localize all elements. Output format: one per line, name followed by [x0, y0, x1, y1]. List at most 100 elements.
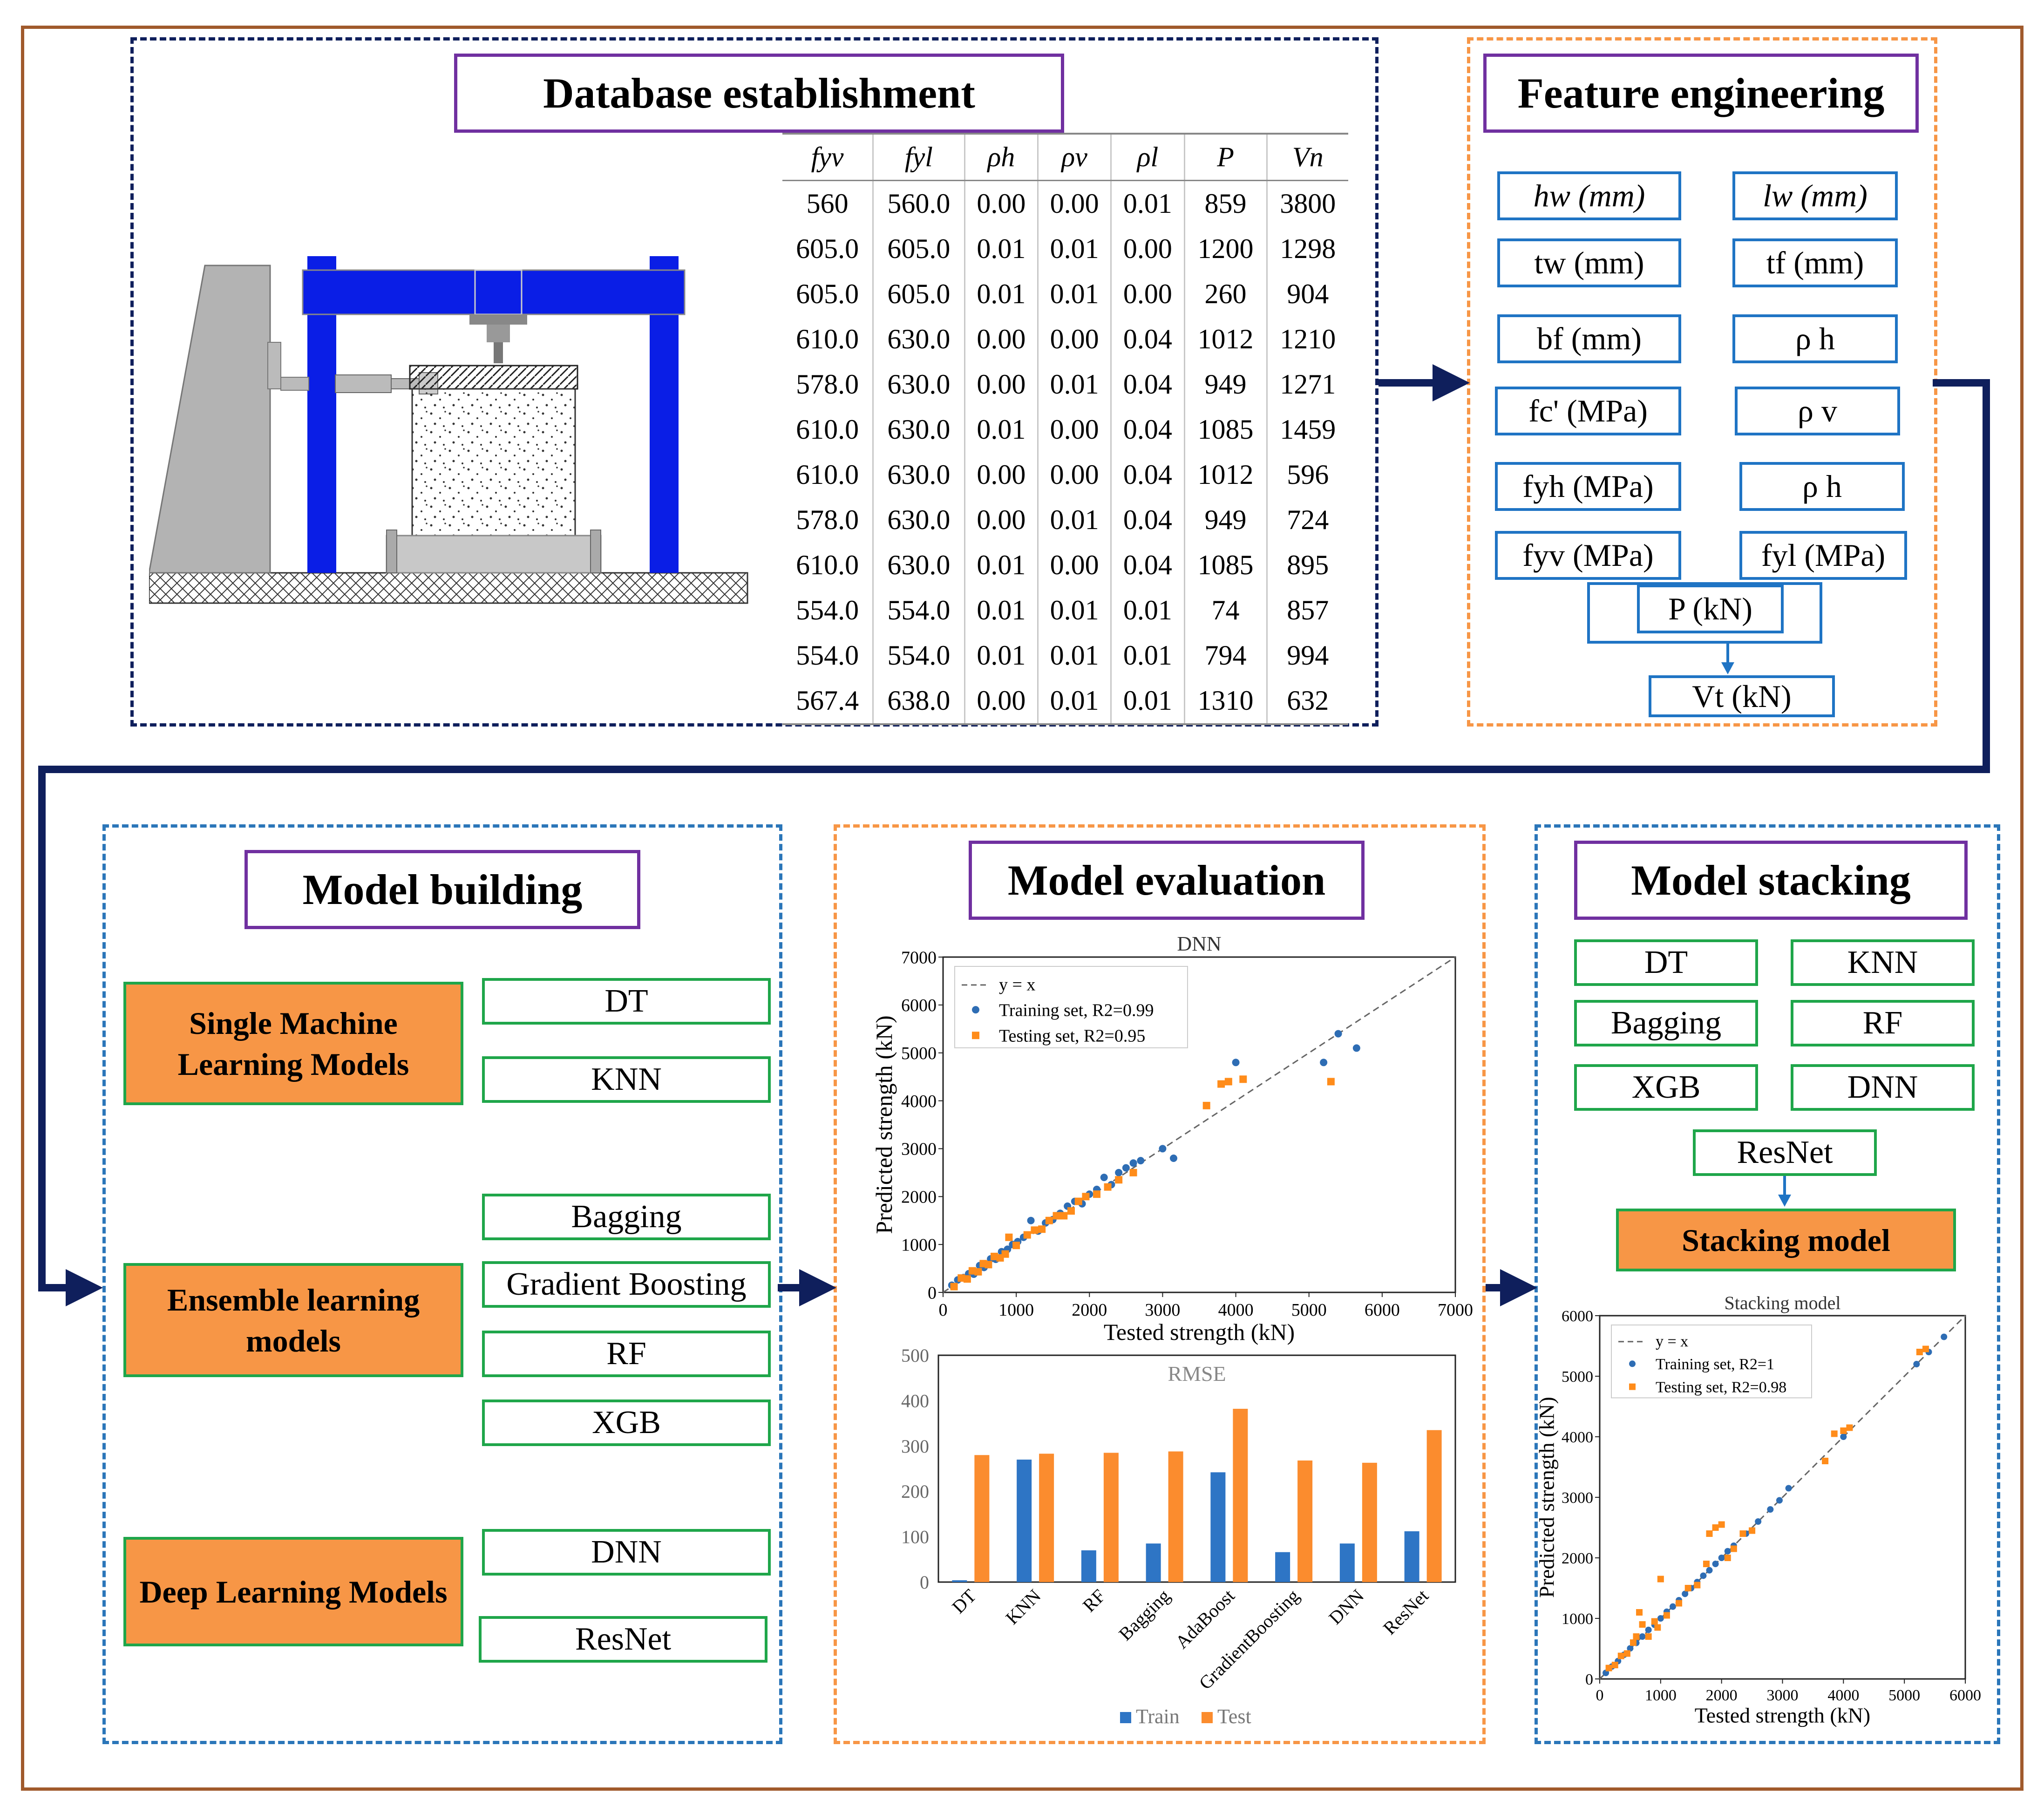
data-point	[1739, 1530, 1746, 1537]
table-cell: 0.04	[1110, 362, 1185, 407]
data-point	[1706, 1530, 1713, 1537]
table-cell: 0.01	[1037, 678, 1111, 725]
y-tick-label: 4000	[1562, 1429, 1593, 1446]
legend-label: Training set, R2=0.99	[999, 1000, 1154, 1020]
data-point	[1170, 1155, 1177, 1162]
model-xgb: XGB	[482, 1400, 771, 1446]
table-cell: 0.01	[1037, 272, 1111, 317]
data-point	[1611, 1662, 1618, 1669]
table-cell: 0.01	[964, 633, 1038, 678]
x-tick-label: 2000	[1072, 1300, 1107, 1320]
table-cell: 554.0	[872, 588, 965, 633]
data-point	[1846, 1424, 1853, 1431]
legend-label: Test	[1217, 1705, 1251, 1728]
data-point	[1700, 1572, 1707, 1579]
data-point	[1605, 1665, 1612, 1671]
data-point	[1327, 1078, 1335, 1086]
table-cell: 994	[1266, 633, 1348, 678]
table-cell: 578.0	[796, 504, 859, 535]
x-tick-label: 1000	[1645, 1687, 1677, 1704]
legend-box	[954, 966, 1188, 1048]
bar	[1017, 1460, 1032, 1582]
legend-swatch	[1120, 1712, 1131, 1723]
feature-tw: tw (mm)	[1497, 238, 1681, 287]
data-point	[1651, 1618, 1658, 1625]
data-point	[1724, 1548, 1731, 1555]
bar	[1210, 1472, 1226, 1582]
table-cell: 1298	[1266, 226, 1348, 272]
table-cell: 0.00	[1037, 317, 1111, 362]
data-point	[1670, 1603, 1676, 1610]
legend-box	[1611, 1325, 1812, 1399]
feature-bf: bf (mm)	[1497, 314, 1681, 363]
x-tick-label: DNN	[1324, 1585, 1368, 1629]
chart-title: DNN	[1177, 932, 1221, 955]
y-tick-label: 2000	[901, 1188, 937, 1207]
model-knn: KNN	[482, 1056, 771, 1103]
x-tick-label: 4000	[1218, 1300, 1254, 1320]
table-cell: 610.0	[796, 550, 859, 580]
table-cell: 0.01	[964, 272, 1038, 317]
column-header: ρh	[964, 133, 1038, 181]
legend-swatch	[1202, 1712, 1213, 1723]
data-point	[1224, 1078, 1232, 1086]
x-tick-label: 0	[939, 1300, 948, 1320]
database-section	[130, 37, 1379, 727]
feature-rho-h: ρ h	[1732, 314, 1898, 363]
feature-fyv: fyv (MPa)	[1495, 531, 1681, 580]
model-rf: RF	[482, 1331, 771, 1377]
table-cell: 0.00	[964, 362, 1038, 407]
table-cell: 596	[1266, 452, 1348, 497]
data-point	[1755, 1518, 1762, 1525]
data-point	[1840, 1434, 1847, 1440]
data-point	[1115, 1169, 1123, 1176]
legend-label: y = x	[999, 975, 1035, 994]
model-bagging: Bagging	[482, 1194, 771, 1240]
y-tick-label: 300	[901, 1436, 929, 1457]
data-point	[1657, 1576, 1664, 1583]
table-cell: 0.04	[1110, 452, 1185, 497]
table-cell: 632	[1266, 678, 1348, 725]
column-header: ρl	[1110, 133, 1185, 181]
data-point	[1027, 1216, 1035, 1224]
data-point	[1137, 1157, 1145, 1165]
feature-tf: tf (mm)	[1732, 238, 1898, 287]
data-point	[974, 1268, 982, 1276]
table-cell: 0.01	[964, 588, 1038, 633]
table-cell: 904	[1266, 272, 1348, 317]
feature-fyl: fyl (MPa)	[1739, 531, 1907, 580]
bar	[1297, 1460, 1313, 1582]
table-cell: 0.01	[1037, 588, 1111, 633]
feature-rho-h-2: ρ h	[1739, 462, 1905, 511]
data-point	[963, 1275, 971, 1283]
database-title: Database establishment	[454, 54, 1064, 133]
table-cell: 1271	[1266, 362, 1348, 407]
data-point	[1913, 1361, 1920, 1367]
table-cell: 0.00	[964, 317, 1038, 362]
data-point	[1633, 1633, 1640, 1640]
table-cell: 0.04	[1110, 497, 1185, 543]
feature-arrow	[1721, 644, 1734, 674]
column-header: P	[1183, 133, 1267, 181]
data-point	[1074, 1197, 1082, 1205]
data-point	[1320, 1059, 1328, 1067]
table-cell: 610.0	[796, 414, 859, 445]
data-point	[1730, 1545, 1737, 1552]
bar	[1103, 1453, 1119, 1582]
y-tick-label: 0	[928, 1283, 937, 1303]
data-point	[1676, 1600, 1683, 1607]
x-tick-label: 2000	[1706, 1687, 1738, 1704]
model-dt: DT	[482, 978, 771, 1025]
data-point	[1023, 1231, 1031, 1239]
data-point	[1767, 1506, 1774, 1513]
table-cell: 0.01	[1037, 226, 1111, 272]
legend-label: Training set, R2=1	[1656, 1356, 1774, 1373]
table-cell: 1459	[1266, 407, 1348, 452]
data-point	[1129, 1169, 1137, 1176]
